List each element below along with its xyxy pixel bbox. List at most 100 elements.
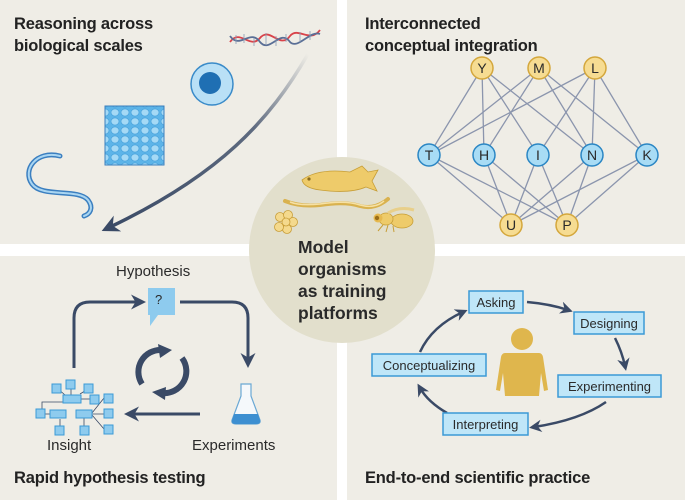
practice-step-experimenting: Experimenting: [557, 374, 662, 398]
title-scientific-practice: End-to-end scientific practice: [365, 469, 591, 487]
title-conceptual-integration: Interconnected conceptual integration: [365, 13, 538, 57]
practice-step-label: Experimenting: [568, 379, 651, 394]
tissue-icon: [104, 105, 165, 166]
experimenting-to-interpreting-arrow: [529, 400, 607, 433]
hypothesis-bubble: [148, 288, 175, 326]
network-node-label: U: [506, 217, 516, 233]
network-edge: [428, 67, 483, 156]
center-label-line: as training: [298, 281, 387, 301]
title-hypothesis-testing: Rapid hypothesis testing: [14, 469, 206, 487]
hypothesis-to-experiments-arrow: [180, 300, 256, 368]
cell-icon: [190, 62, 234, 106]
practice-step-box: [371, 353, 487, 377]
network-edge: [591, 67, 596, 156]
network-edge: [594, 67, 648, 156]
practice-cycle-arrows: [417, 300, 630, 433]
worm-icon: [26, 152, 94, 219]
practice-step-asking: Asking: [468, 290, 524, 314]
network-node-label: Y: [477, 60, 487, 76]
network-node-label: M: [533, 60, 545, 76]
network-node-label: H: [479, 147, 489, 163]
network-edge: [428, 154, 512, 226]
title-line: conceptual integration: [365, 37, 538, 55]
network-edge: [510, 154, 539, 226]
network-node-label: N: [587, 147, 597, 163]
network-edge: [566, 154, 648, 226]
insight-label: Insight: [47, 437, 92, 454]
network-nodes: Y M L T H I N K U P: [417, 56, 659, 237]
practice-step-box: [468, 290, 524, 314]
network-node-circle: [580, 143, 604, 167]
practice-step-box: [573, 311, 645, 335]
network-node-label: L: [591, 60, 599, 76]
practice-step-label: Designing: [580, 316, 638, 331]
network-node-h: H: [472, 143, 496, 167]
practice-step-label: Conceptualizing: [383, 358, 476, 373]
network-node-circle: [499, 213, 523, 237]
practice-step-box: [557, 374, 662, 398]
scale-arrow: [101, 53, 310, 232]
network-node-n: N: [580, 143, 604, 167]
practice-step-boxes: AskingDesigningExperimentingInterpreting…: [371, 290, 662, 436]
network-node-circle: [527, 56, 551, 80]
title-line: Reasoning across: [14, 15, 153, 33]
practice-step-designing: Designing: [573, 311, 645, 335]
network-edge: [538, 67, 593, 156]
title-line: biological scales: [14, 37, 143, 55]
center-label-line: organisms: [298, 259, 387, 279]
network-node-i: I: [526, 143, 550, 167]
practice-step-label: Asking: [476, 295, 515, 310]
network-node-circle: [635, 143, 659, 167]
center-label-line: platforms: [298, 303, 378, 323]
interpreting-to-conceptualizing-arrow: [417, 383, 448, 415]
network-edge: [537, 67, 596, 156]
network-node-m: M: [527, 56, 551, 80]
network-edge: [483, 154, 512, 226]
network-node-label: T: [425, 147, 434, 163]
flask-icon: [231, 383, 261, 425]
insight-network-icon: [35, 379, 114, 436]
network-edge: [481, 67, 539, 156]
network-node-p: P: [555, 213, 579, 237]
center-label-line: Model: [298, 237, 349, 257]
question-mark-icon: ?: [155, 292, 163, 307]
practice-step-box: [442, 412, 529, 436]
hypothesis-label: Hypothesis: [116, 263, 191, 280]
network-node-t: T: [417, 143, 441, 167]
asking-to-designing-arrow: [526, 300, 573, 314]
network-node-u: U: [499, 213, 523, 237]
network-edge: [483, 154, 568, 226]
title-biological-scales: Reasoning across biological scales: [14, 13, 153, 57]
dna-icon: [229, 29, 321, 46]
practice-step-label: Interpreting: [453, 417, 519, 432]
designing-to-experimenting-arrow: [613, 337, 630, 371]
practice-step-conceptualizing: Conceptualizing: [371, 353, 487, 377]
network-node-y: Y: [470, 56, 494, 80]
title-line: Interconnected: [365, 15, 481, 33]
network-node-k: K: [635, 143, 659, 167]
practice-step-interpreting: Interpreting: [442, 412, 529, 436]
network-edges: [428, 67, 648, 226]
network-edge: [537, 154, 568, 226]
network-edge: [510, 154, 648, 226]
network-node-l: L: [583, 56, 607, 80]
network-edge: [510, 154, 593, 226]
experiments-label: Experiments: [192, 437, 276, 454]
network-edge: [481, 67, 593, 156]
network-edge: [428, 67, 596, 156]
network-node-circle: [583, 56, 607, 80]
network-node-label: P: [562, 217, 571, 233]
person-icon: [496, 328, 548, 396]
network-node-circle: [470, 56, 494, 80]
insight-to-hypothesis-arrow: [72, 294, 146, 368]
network-node-circle: [526, 143, 550, 167]
network-node-circle: [472, 143, 496, 167]
center-label: Model organisms as training platforms: [298, 236, 387, 324]
conceptualizing-to-asking-arrow: [418, 309, 468, 353]
network-node-label: I: [536, 147, 540, 163]
network-node-circle: [555, 213, 579, 237]
cycle-arrows-icon: [135, 344, 190, 400]
network-node-label: K: [642, 147, 652, 163]
network-edge: [428, 67, 540, 156]
